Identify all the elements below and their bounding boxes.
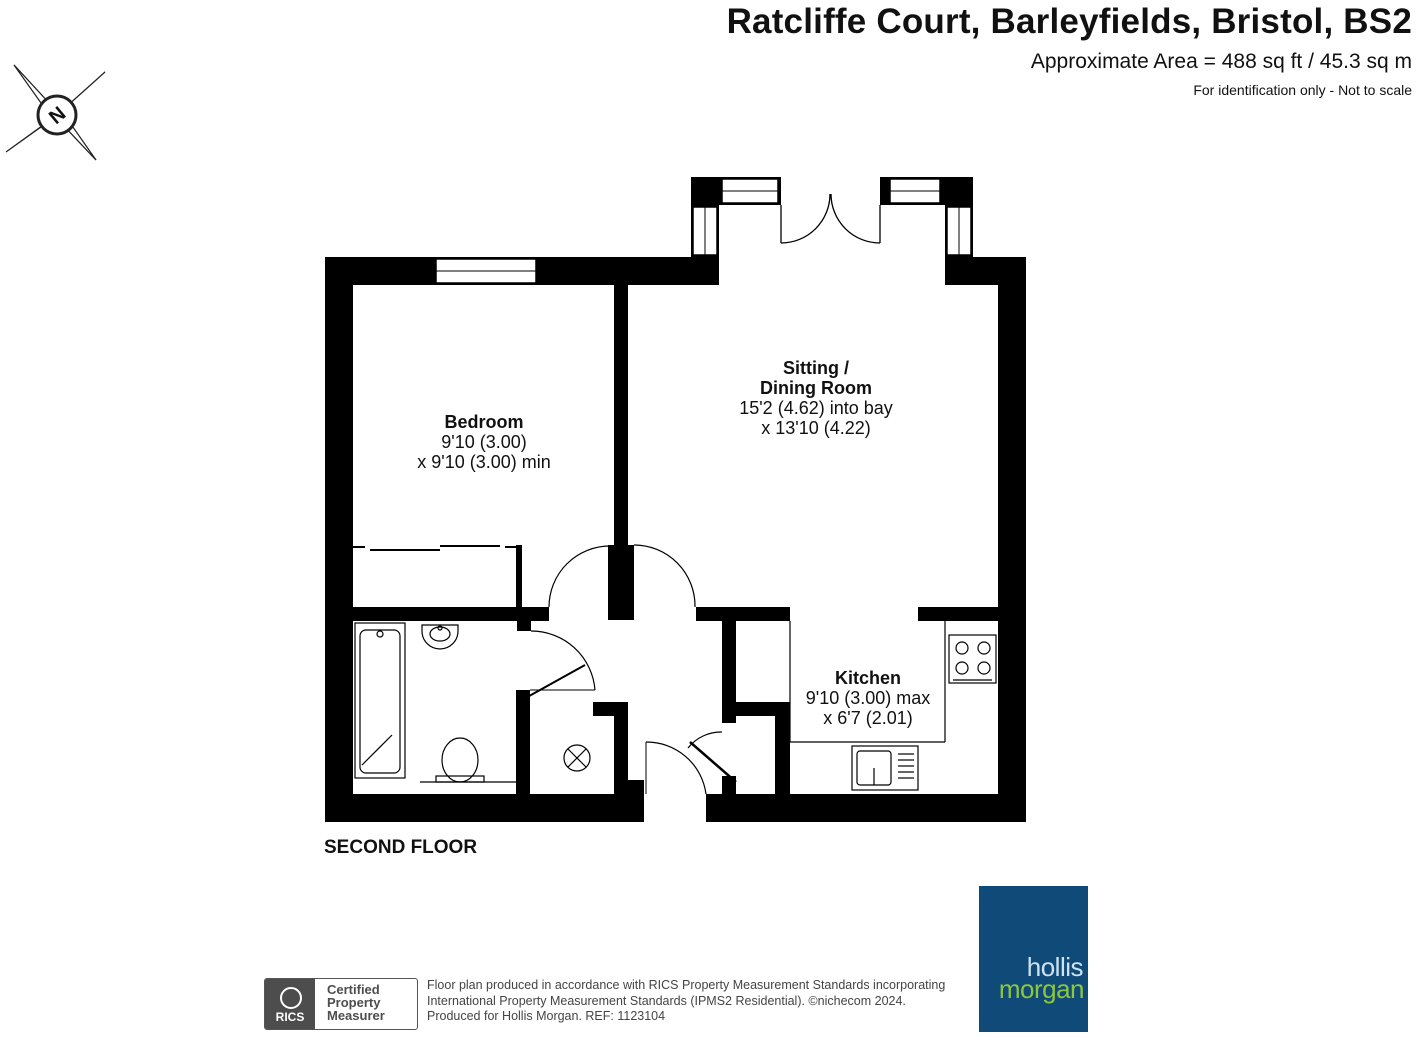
room-dimension: x 6'7 (2.01)	[823, 708, 913, 728]
south-wall-left	[325, 794, 644, 822]
room-label-kitchen: Kitchen 9'10 (3.00) max x 6'7 (2.01)	[806, 668, 931, 728]
approximate-area: Approximate Area = 488 sq ft / 45.3 sq m	[1030, 50, 1412, 73]
north-wall-left	[325, 257, 718, 285]
cupboard-door-stub	[722, 776, 736, 794]
north-wall-right	[945, 257, 1026, 285]
rics-logo-text: RICS	[275, 1010, 305, 1024]
scale-note: For identification only - Not to scale	[1193, 82, 1412, 98]
brand-line-1: hollis	[1026, 952, 1084, 982]
south-wall-right	[706, 794, 1026, 822]
room-dimension: 9'10 (3.00)	[441, 432, 527, 452]
cupboard-east-wall	[775, 702, 790, 794]
rics-badge: RICS Certified Property Measurer	[264, 978, 418, 1030]
rics-emblem-icon	[280, 987, 302, 1009]
rics-certification: Certified Property Measurer	[327, 983, 385, 1022]
room-name: Kitchen	[834, 668, 901, 688]
bay-wall-right	[945, 177, 973, 285]
sink-icon	[851, 745, 919, 791]
bedroom-window	[435, 258, 537, 284]
store-east-wall	[614, 702, 628, 794]
partition-stub	[608, 545, 634, 620]
cupboard-north-wall	[722, 702, 790, 716]
door-swings	[521, 544, 737, 795]
windows	[435, 178, 972, 284]
bedroom-sitting-partition	[614, 285, 628, 608]
rics-line: Certified	[327, 982, 380, 997]
room-name: Bedroom	[444, 412, 524, 432]
hob-icon	[948, 634, 997, 684]
boiler-icon	[563, 744, 591, 772]
footer-line: International Property Measurement Stand…	[427, 993, 906, 1008]
bay-front-left	[691, 177, 781, 205]
bay-front-right	[880, 177, 973, 205]
basin-icon	[421, 624, 459, 650]
bath-east-wall	[516, 690, 530, 794]
store-north-wall	[593, 702, 628, 716]
rics-line: Property	[327, 995, 381, 1010]
bath-corner	[517, 607, 531, 631]
property-title: Ratcliffe Court, Barleyfields, Bristol, …	[726, 2, 1412, 41]
footer-disclaimer: Floor plan produced in accordance with R…	[427, 978, 945, 1025]
bathroom-fixtures	[354, 622, 591, 783]
bay-window-left-side	[692, 206, 718, 256]
footer-line: Produced for Hollis Morgan. REF: 1123104	[427, 1009, 666, 1023]
room-dimension: x 13'10 (4.22)	[761, 418, 871, 438]
kitchen-north-wall-right	[918, 607, 998, 621]
bay-window-left-front	[721, 178, 779, 204]
french-doors	[780, 193, 881, 244]
bedroom-south-wall	[353, 607, 549, 621]
floor-label: SECOND FLOOR	[324, 837, 478, 858]
rics-line: Measurer	[327, 1008, 385, 1023]
kitchen-north-wall-left	[696, 607, 790, 621]
north-compass-icon: N	[5, 64, 106, 161]
wardrobe	[353, 545, 516, 551]
bay-window-right-side	[946, 206, 972, 256]
room-name: Dining Room	[760, 378, 872, 398]
toilet-icon	[441, 737, 479, 783]
room-dimension: 9'10 (3.00) max	[805, 688, 931, 708]
rics-logo: RICS	[265, 979, 315, 1029]
wardrobe-end	[516, 545, 522, 607]
bay-window-right-front	[889, 178, 941, 204]
brand-line-2: morgan	[998, 974, 1085, 1004]
footer-line: Floor plan produced in accordance with R…	[427, 978, 946, 992]
east-wall	[998, 257, 1026, 822]
room-label-sitting-dining: Sitting / Dining Room 15'2 (4.62) into b…	[739, 358, 893, 438]
hollis-morgan-logo: hollis morgan	[979, 886, 1088, 1032]
hall-stub	[628, 780, 644, 794]
room-dimension: x 9'10 (3.00) min	[417, 452, 551, 472]
room-label-bedroom: Bedroom 9'10 (3.00) x 9'10 (3.00) min	[417, 412, 551, 472]
room-dimension: 15'2 (4.62) into bay	[739, 398, 893, 418]
room-name: Sitting /	[782, 358, 849, 378]
bath-icon	[354, 622, 406, 779]
west-wall	[325, 257, 353, 822]
cupboard-west-wall	[722, 607, 736, 723]
bay-wall-left	[691, 177, 719, 285]
